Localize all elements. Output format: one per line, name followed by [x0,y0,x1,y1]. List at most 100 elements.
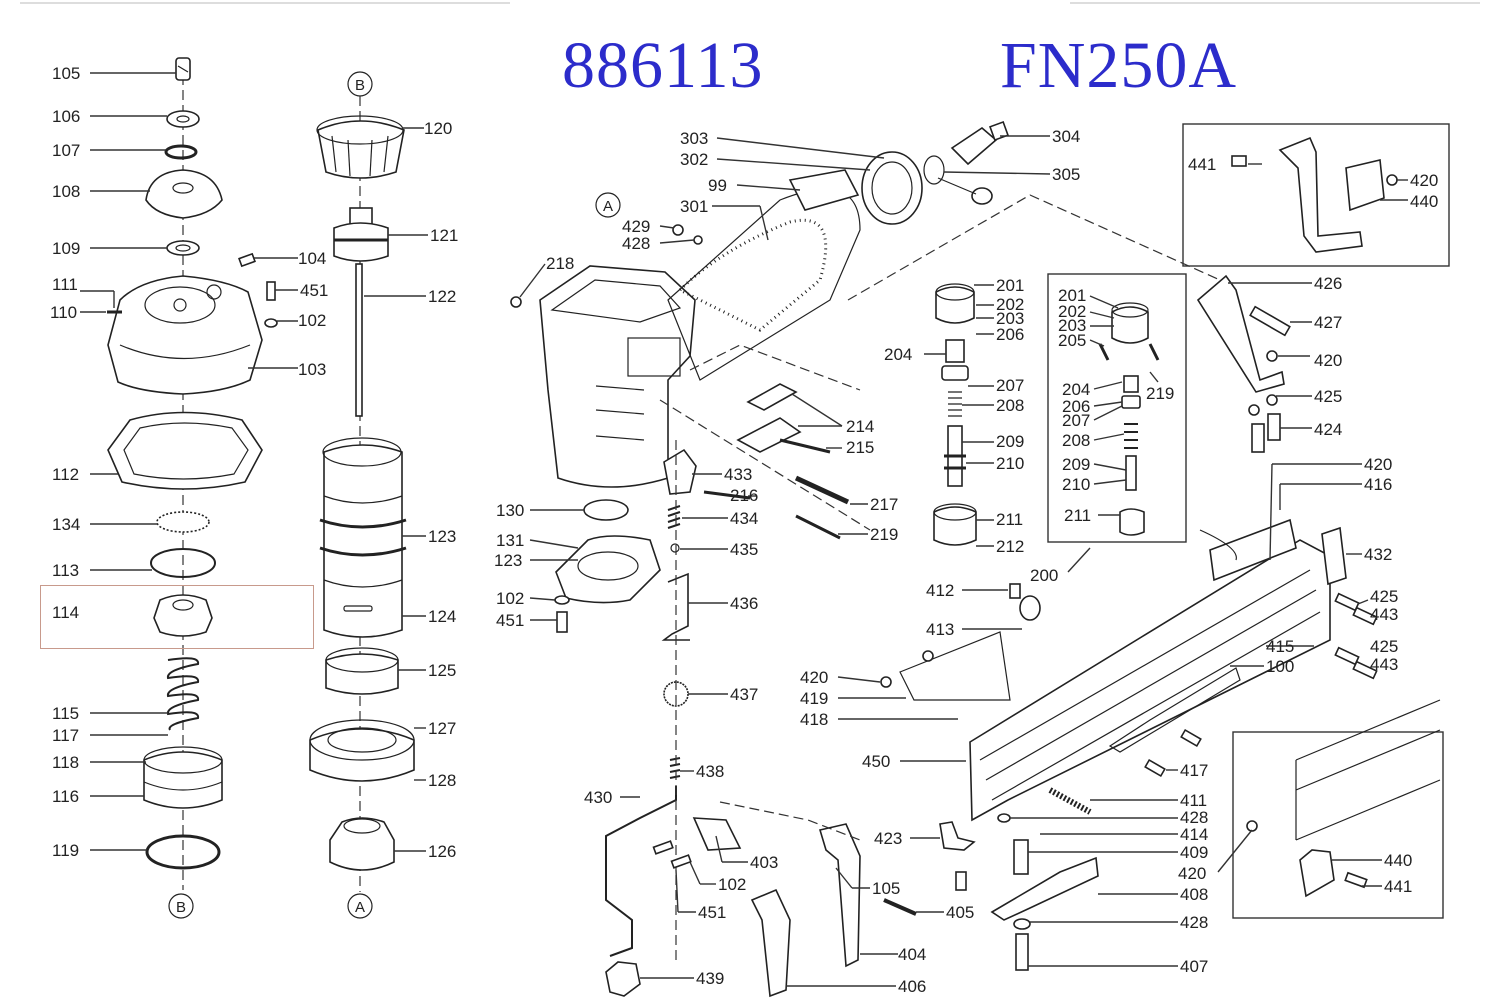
callout-123: 123 [428,527,457,546]
part-433-trigger [663,448,697,495]
callout-208: 208 [996,396,1025,415]
part-number-title: 886113 [562,29,764,102]
part-430-wire [605,786,677,957]
callout-212: 212 [996,537,1025,556]
callout-301: 301 [680,197,709,216]
part-body-housing [539,265,696,488]
callout-425b: 425 [1370,587,1399,606]
callout-121: 121 [430,226,459,245]
callout-438: 438 [696,762,725,781]
part-103-cylinder-cap [107,275,263,395]
part-412-screw [1009,583,1021,599]
marker-a-top [595,192,621,218]
part-408-lever [990,856,1099,921]
marker-b-top-text: B [355,77,365,94]
callout-418: 418 [800,710,829,729]
part-405-pin [883,898,917,916]
callout-423: 423 [874,829,903,848]
part-125-ring [325,653,399,695]
callout-105: 105 [52,64,81,83]
part-451b-screw [556,611,568,633]
callout-200: 200 [1030,566,1059,585]
inset-box-200 [1047,273,1187,543]
callout-119: 119 [52,841,80,860]
part-426-bracket [1196,274,1285,393]
callout-411: 411 [1180,791,1208,810]
inset-callout-206: 206 [1062,397,1091,416]
callout-450: 450 [862,752,891,771]
part-215-lever [736,417,802,453]
callout-102b: 102 [496,589,525,608]
callout-202: 202 [996,295,1025,314]
marker-a-bottom [347,893,373,919]
callout-303: 303 [680,129,709,148]
inset-callout-210: 210 [1062,475,1091,494]
callout-429: 429 [622,217,651,236]
callout-420e: 420 [1178,864,1207,883]
part-102-washer [264,318,278,328]
callout-433: 433 [724,465,753,484]
part-114-nut [153,594,213,637]
callout-123b: 123 [494,551,523,570]
callout-218: 218 [546,254,575,273]
part-219-pin [795,514,841,540]
part-201-valve [935,286,975,324]
callout-204: 204 [884,345,913,364]
callout-441b: 441 [1384,877,1413,896]
marker-b-bottom-text: B [176,899,186,916]
callout-437: 437 [730,685,759,704]
callout-439: 439 [696,969,725,988]
part-131-plate [555,535,661,604]
marker-a-bottom-text: A [355,899,365,916]
callout-443a: 443 [1370,605,1399,624]
callout-420b: 420 [1314,351,1343,370]
part-106-washer [166,110,200,128]
part-204-spacer [945,339,965,363]
inset-callout-207: 207 [1062,411,1091,430]
callout-120: 120 [424,119,453,138]
callout-105b: 105 [872,879,901,898]
inset-box-top-right [1182,123,1450,267]
callout-108: 108 [52,182,81,201]
part-416-pusher [1209,518,1297,582]
callout-435: 435 [730,540,759,559]
callout-420d: 420 [800,668,829,687]
highlight-box-114 [40,585,314,649]
callout-428c: 428 [1180,913,1209,932]
callout-207: 207 [996,376,1025,395]
callout-209: 209 [996,432,1025,451]
callout-104: 104 [298,249,327,268]
callout-127: 127 [428,719,457,738]
callout-210: 210 [996,454,1025,473]
callout-211: 211 [996,510,1024,529]
part-207-seal [941,365,969,381]
callout-114: 114 [52,603,80,622]
callout-99: 99 [708,176,727,195]
callout-412: 412 [926,581,955,600]
part-441-screw [1231,155,1247,167]
callout-407: 407 [1180,957,1209,976]
part-427-screw [1249,305,1291,337]
callout-406: 406 [898,977,927,996]
inset-callout-208: 208 [1062,431,1091,450]
part-211-sleeve [933,506,977,546]
part-105b-screw [955,871,967,891]
part-122-driver [355,263,363,417]
part-214-lever [746,383,798,411]
callout-420a: 420 [1410,171,1439,190]
part-418-rail [899,631,1011,701]
callout-417: 417 [1180,761,1209,780]
part-305-ring [923,155,945,185]
marker-a-top-text: A [603,198,613,215]
part-406-guide [750,888,791,998]
part-123-cylinder [323,444,403,638]
callout-405: 405 [946,903,975,922]
part-217-pin [794,475,850,505]
part-127-seal [309,728,415,782]
callout-125: 125 [428,661,457,680]
callout-425a: 425 [1314,387,1343,406]
callout-130: 130 [496,501,525,520]
part-403-plate [692,817,742,851]
